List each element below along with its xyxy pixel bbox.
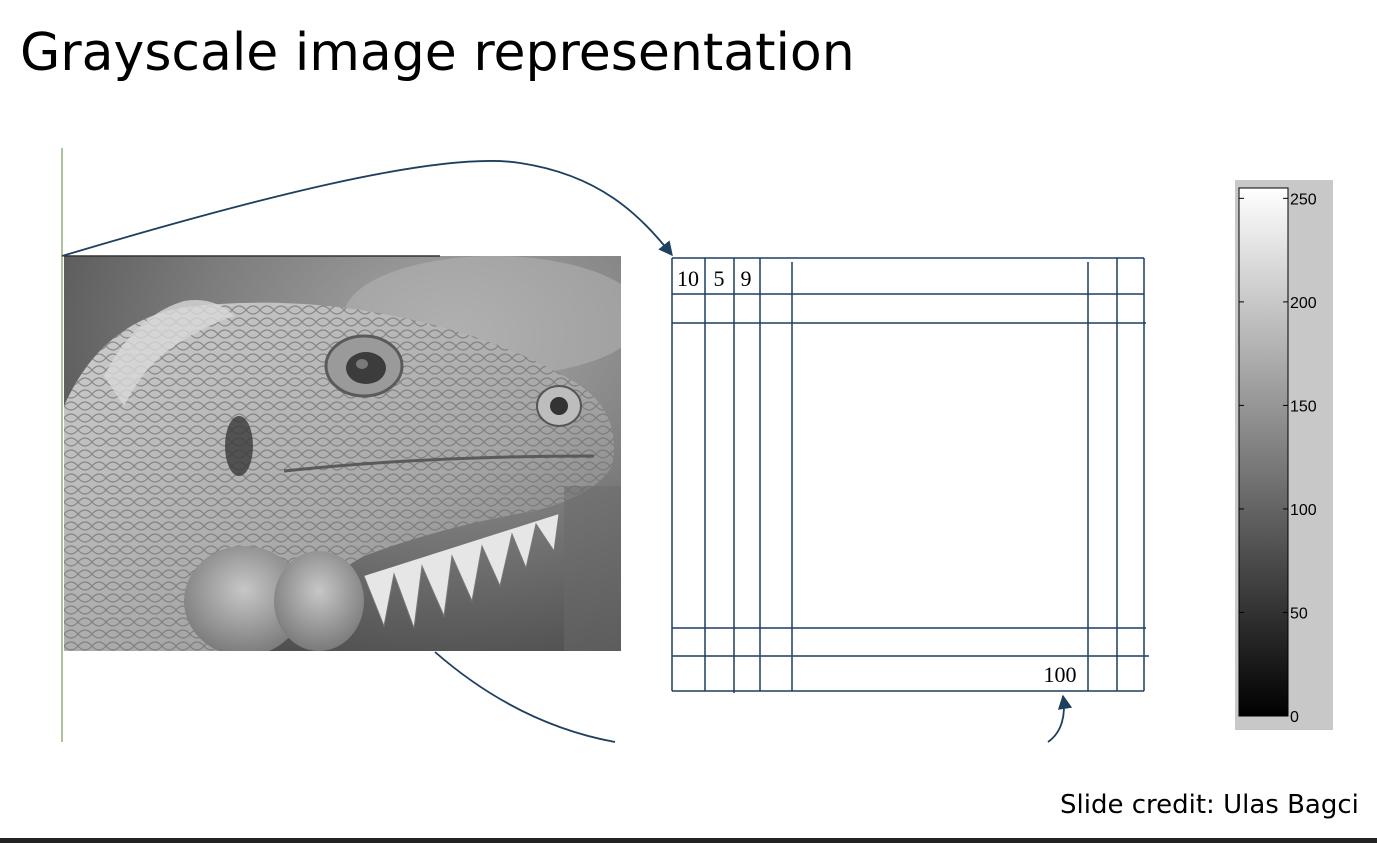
slide-credit: Slide credit: Ulas Bagci xyxy=(1060,790,1359,820)
pixel-value-2: 5 xyxy=(714,266,725,291)
colorbar-tick-label: 50 xyxy=(1290,605,1308,622)
grayscale-colorbar: 0 50 100 150 200 250 xyxy=(1235,180,1333,730)
slide-bottom-border xyxy=(0,838,1377,843)
colorbar-tick-label: 200 xyxy=(1290,295,1317,312)
bottom-arrow-curve xyxy=(434,651,616,743)
colorbar-tick-label: 100 xyxy=(1290,502,1317,519)
colorbar-tick-label: 250 xyxy=(1290,191,1317,208)
slide-title: Grayscale image representation xyxy=(20,23,855,83)
colorbar-tick-label: 150 xyxy=(1290,398,1317,415)
colorbar-gradient xyxy=(1238,187,1289,717)
pixel-grid xyxy=(671,257,1149,693)
pixel-value-3: 9 xyxy=(741,266,752,291)
iguana-grayscale-image xyxy=(64,256,621,651)
pixel-value-1: 10 xyxy=(677,266,699,291)
bottom-arrow-to-100 xyxy=(1047,694,1073,743)
top-arrow xyxy=(61,160,673,257)
colorbar-tick-label: 0 xyxy=(1290,709,1299,726)
pixel-value-last: 100 xyxy=(1044,662,1077,687)
